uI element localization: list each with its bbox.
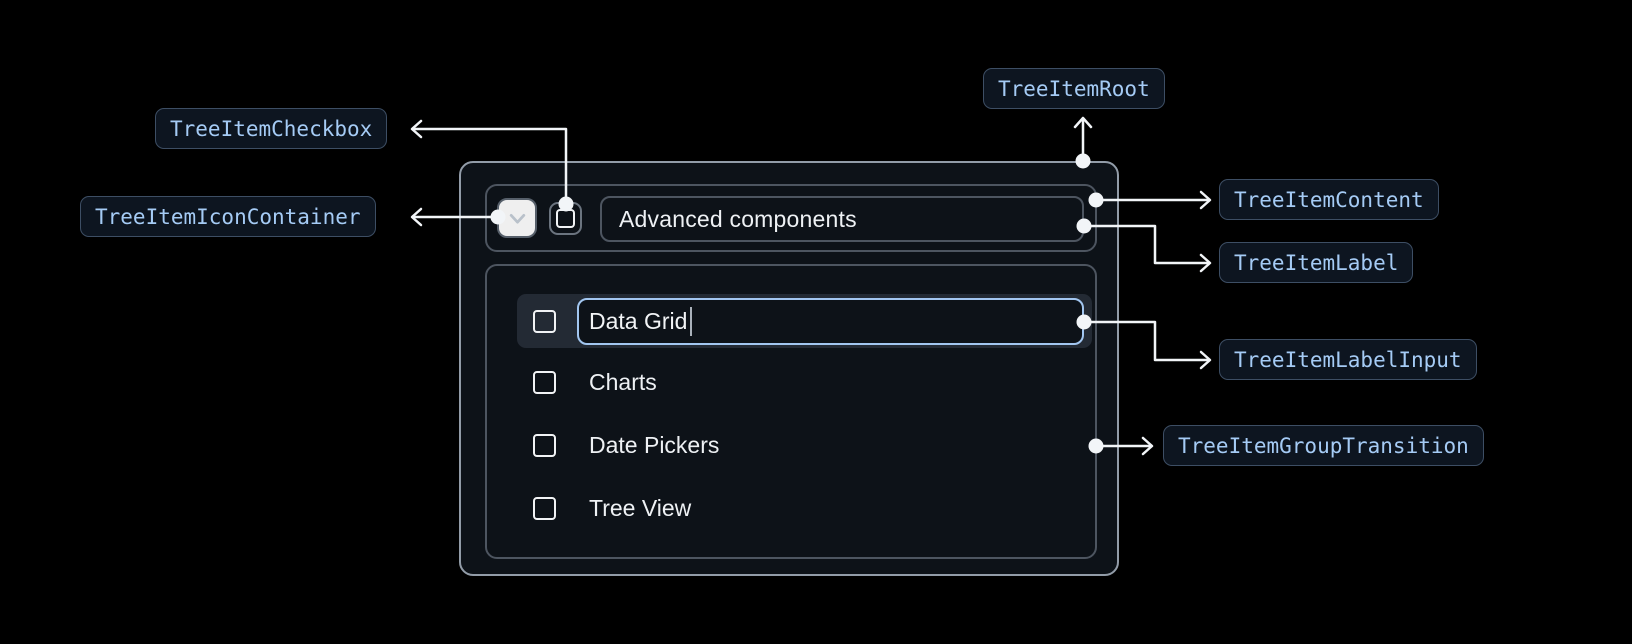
checkbox-unchecked-icon[interactable]	[533, 370, 556, 394]
annotation-tree-item-checkbox: TreeItemCheckbox	[155, 108, 388, 149]
annotation-tree-item-icon-container: TreeItemIconContainer	[80, 196, 376, 237]
annotation-tree-item-group-transition: TreeItemGroupTransition	[1163, 425, 1484, 466]
tree-item-label-input[interactable]: Data Grid	[577, 297, 1084, 345]
tree-item-row-tree-view[interactable]: Tree View	[517, 481, 1092, 535]
expand-collapse-button[interactable]	[497, 198, 537, 238]
tree-item-label-text: Tree View	[589, 494, 692, 521]
tree-item-row-data-grid[interactable]: Data Grid	[517, 294, 1092, 348]
chevron-down-icon	[509, 213, 525, 224]
annotation-text: TreeItemLabelInput	[1234, 347, 1462, 372]
parent-label-text: Advanced components	[619, 205, 857, 232]
annotation-text: TreeItemContent	[1234, 187, 1424, 212]
annotation-text: TreeItemLabel	[1234, 250, 1399, 275]
tree-item-row-date-pickers[interactable]: Date Pickers	[517, 418, 1092, 472]
annotation-text: TreeItemIconContainer	[95, 204, 361, 229]
tree-item-group-transition	[485, 264, 1097, 559]
annotation-tree-item-label-input: TreeItemLabelInput	[1219, 339, 1477, 380]
tree-item-label-text: Charts	[589, 368, 657, 395]
checkbox-unchecked-icon[interactable]	[533, 309, 556, 333]
checkbox-unchecked-icon[interactable]	[533, 433, 556, 457]
tree-item-root	[459, 161, 1119, 576]
annotation-text: TreeItemRoot	[998, 76, 1150, 101]
text-caret	[690, 306, 693, 336]
tree-item-label[interactable]: Advanced components	[600, 196, 1084, 242]
checkbox-unchecked-icon	[556, 209, 575, 228]
tree-item-label-text: Date Pickers	[589, 431, 720, 458]
annotation-tree-item-root: TreeItemRoot	[983, 68, 1165, 109]
annotation-text: TreeItemCheckbox	[170, 116, 373, 141]
annotation-tree-item-label: TreeItemLabel	[1219, 242, 1414, 283]
annotation-text: TreeItemGroupTransition	[1178, 433, 1469, 458]
checkbox-unchecked-icon[interactable]	[533, 496, 556, 520]
label-input-value: Data Grid	[589, 307, 688, 334]
annotation-tree-item-content: TreeItemContent	[1219, 179, 1439, 220]
tree-item-checkbox[interactable]	[549, 202, 582, 235]
tree-item-row-charts[interactable]: Charts	[517, 355, 1092, 409]
